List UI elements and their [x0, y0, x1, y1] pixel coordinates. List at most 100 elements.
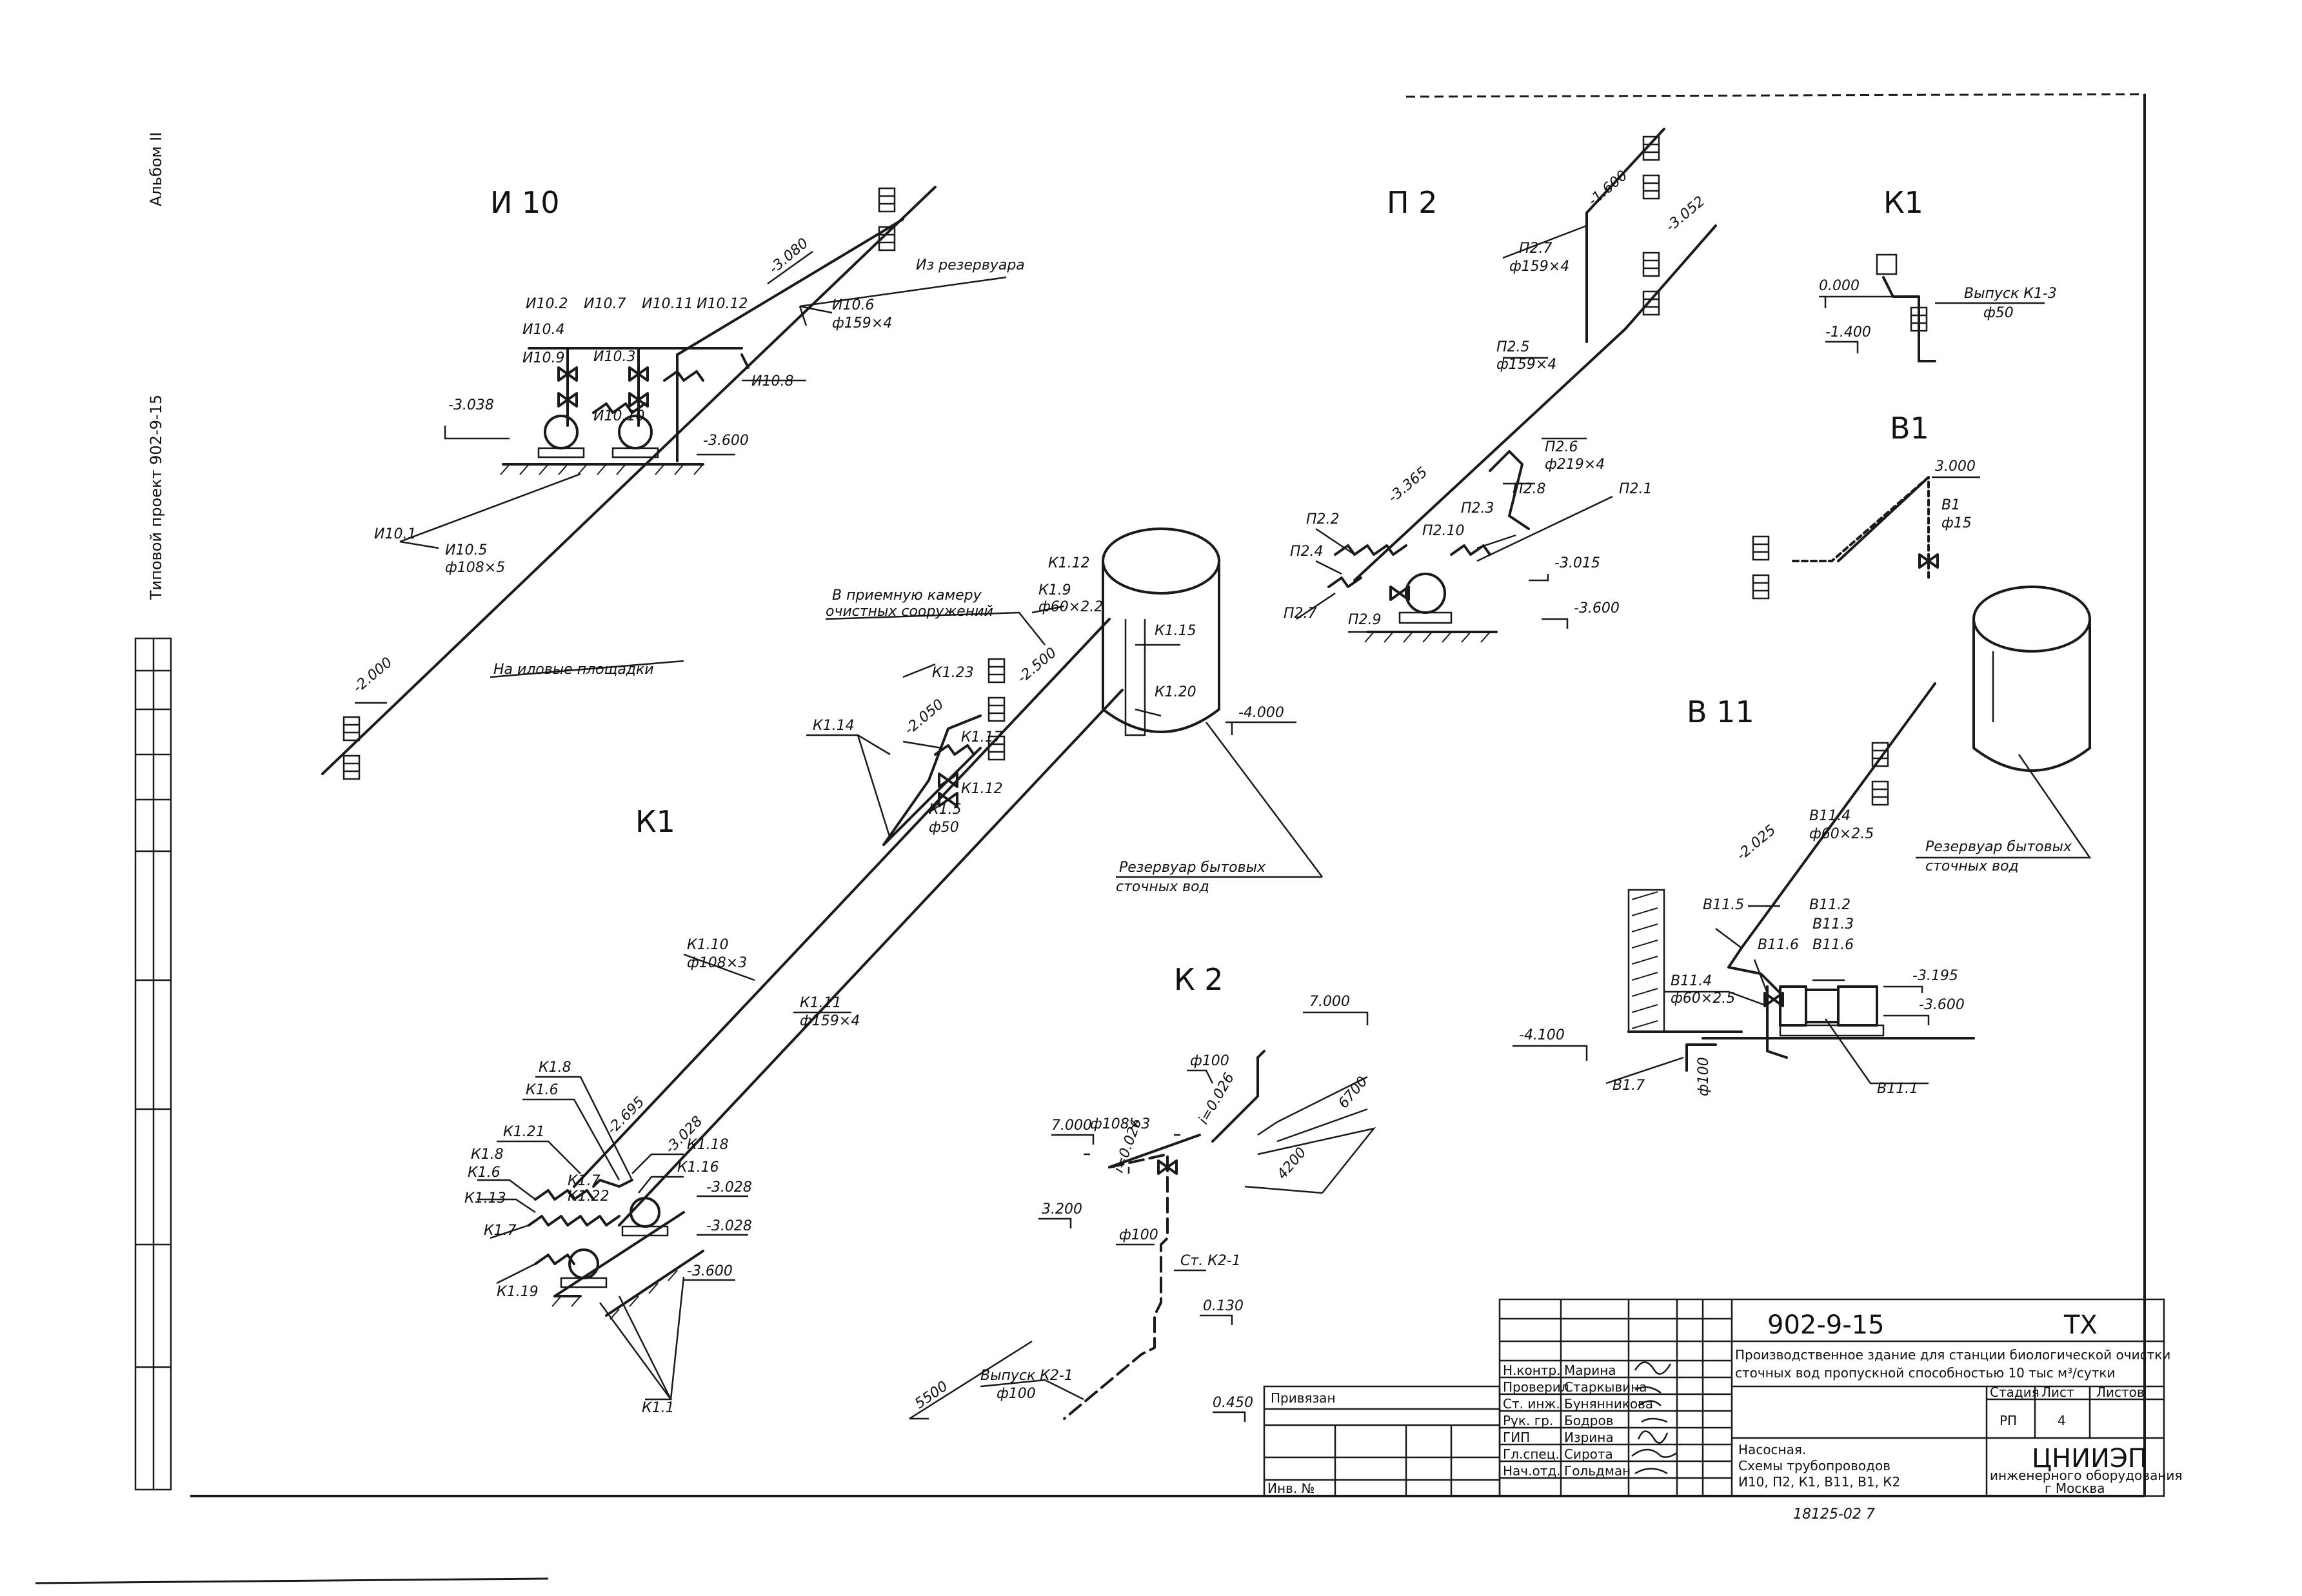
k1s-label-1: ф50	[1983, 305, 2014, 321]
p2-level-3: -3.015	[1554, 555, 1600, 571]
k1-label-27: К1.18	[687, 1137, 729, 1153]
role-2: Ст. инж.	[1503, 1396, 1560, 1412]
sheet-header: Лист	[2041, 1384, 2074, 1400]
b11-label-3: сточных вод	[1925, 858, 2019, 874]
b11-label-1: ф60×2.5	[1809, 826, 1874, 842]
p2-label-4: П2.6	[1545, 439, 1578, 455]
p2-level-0: -1.600	[1585, 168, 1631, 210]
i10-label-4: И10.4	[522, 322, 564, 338]
stage-value: РП	[1999, 1413, 2017, 1428]
b11-label-7: В11.6	[1758, 937, 1799, 953]
attached-label: Привязан	[1271, 1390, 1336, 1406]
k2-label-1: ф108×3	[1090, 1116, 1150, 1132]
k2-level-3: 0.130	[1203, 1298, 1244, 1314]
k1-label-25: К1.7	[568, 1173, 600, 1189]
b11-label-9: В11.4	[1671, 973, 1712, 989]
k1-level-5: -3.028	[706, 1179, 752, 1196]
k1-label-17: К1.11	[800, 995, 842, 1011]
k1-label-7: К1.23	[932, 665, 974, 681]
scheme-k2: К 2 ф100 ф108×3 i=0.026 i=0.026 ф100 Ст.…	[909, 962, 1376, 1422]
i10-label-13: И10.5	[445, 542, 487, 558]
b11-label-6: В11.3	[1812, 916, 1854, 932]
b1-level-0: 3.000	[1935, 458, 1976, 475]
doc-code: 902-9-15	[1767, 1310, 1885, 1340]
b1-label-0: В1	[1941, 497, 1960, 513]
p2-level-1: -3.052	[1663, 193, 1708, 235]
p2-label-0: П2.7	[1519, 241, 1553, 257]
k1-label-28: К1.16	[677, 1159, 719, 1176]
org-city: г Москва	[2045, 1481, 2105, 1496]
p2-label-8: П2.3	[1461, 500, 1494, 517]
p2-label-10: П2.10	[1422, 523, 1465, 539]
i10-title: И 10	[490, 185, 560, 220]
p2-level-2: -3.365	[1385, 464, 1431, 506]
k1-label-19: К1.8	[539, 1059, 571, 1076]
k1-level-6: -3.028	[706, 1218, 752, 1234]
i10-label-0: И10.2	[526, 296, 568, 312]
side-strip: Типовой проект 902-9-15 Альбом II	[134, 132, 172, 1491]
drawing-title-line-2: Схемы трубопроводов	[1738, 1458, 1890, 1473]
p2-label-13: П2.9	[1348, 612, 1382, 628]
p2-label-5: ф219×4	[1545, 457, 1605, 473]
k1-label-1: К1.9	[1038, 582, 1071, 598]
i10-level-1: -3.038	[448, 397, 494, 413]
k1-label-30: К1.19	[497, 1284, 539, 1300]
i10-label-12: И10.1	[374, 526, 416, 542]
p2-label-2: П2.5	[1496, 339, 1530, 355]
k1-title: К1	[635, 804, 675, 839]
k1s-label-0: Выпуск К1-3	[1964, 286, 2057, 302]
sheet-code: ТХ	[2063, 1310, 2098, 1340]
role-3: Рук. гр.	[1503, 1413, 1553, 1428]
k2-label-5: Ст. К2-1	[1180, 1253, 1241, 1269]
p2-label-7: П2.1	[1619, 481, 1652, 497]
scheme-k1-small: К1 Выпуск К1-3 ф50 0.000 -1.400	[1819, 185, 2057, 362]
role-0: Н.контр.	[1503, 1363, 1561, 1378]
k1-label-11: К1.5	[929, 802, 962, 818]
b11-label-13: ф100	[1696, 1057, 1712, 1096]
p2-label-3: ф159×4	[1496, 357, 1556, 373]
k1-label-10: К1.12	[961, 781, 1003, 797]
k2-dim-0: 6700	[1335, 1074, 1371, 1112]
scheme-i10: И 10 И	[321, 185, 1025, 780]
name-5: Сирота	[1564, 1446, 1613, 1462]
k1-label-23: К1.6	[468, 1165, 501, 1181]
k1-label-3: В приемную камеру	[832, 587, 982, 604]
k1-label-16: ф108×3	[687, 955, 747, 971]
k1-label-5: К1.15	[1155, 623, 1196, 639]
k2-label-3: i=0.026	[1196, 1070, 1238, 1127]
bottom-number: 18125-02 7	[1793, 1506, 1875, 1522]
k1-label-13: Резервуар бытовых	[1119, 860, 1266, 876]
k1-label-15: К1.10	[687, 937, 729, 953]
side-album-text: Альбом II	[147, 132, 165, 206]
b11-level-3: -4.100	[1519, 1027, 1565, 1043]
i10-level-2: -3.600	[703, 433, 749, 449]
i10-label-8: И10.8	[751, 373, 793, 389]
signatures	[1631, 1361, 1678, 1475]
k2-level-2: 3.200	[1042, 1201, 1082, 1217]
scheme-b1: В1 3.000 В1 ф15	[1752, 411, 1980, 600]
i10-label-6: И10.3	[593, 349, 635, 365]
b11-title: В 11	[1687, 695, 1754, 729]
k1-label-14: сточных вод	[1116, 879, 1209, 895]
b11-label-8: В11.6	[1812, 937, 1854, 953]
b11-level-1: -3.195	[1912, 968, 1958, 984]
p2-label-6: П2.8	[1513, 481, 1546, 497]
role-1: Проверил	[1503, 1379, 1569, 1395]
b1-label-1: ф15	[1941, 515, 1972, 531]
i10-label-2: И10.11	[642, 296, 693, 312]
p2-level-4: -3.600	[1574, 600, 1620, 616]
i10-label-1: И10.7	[584, 296, 626, 312]
k2-title: К 2	[1174, 962, 1224, 997]
name-3: Бодров	[1564, 1413, 1614, 1428]
b11-label-2: Резервуар бытовых	[1925, 839, 2072, 855]
k1-label-9: К1.14	[813, 718, 855, 734]
sheets-header: Листов	[2096, 1384, 2145, 1400]
k1s-level-1: -1.400	[1825, 324, 1871, 340]
k2-label-6: Выпуск К2-1	[980, 1368, 1073, 1384]
name-6: Гольдман	[1564, 1463, 1631, 1479]
org-name: ЦНИИЭП	[2032, 1444, 2147, 1473]
k1-label-21: К1.21	[503, 1124, 545, 1140]
k2-label-4: ф100	[1119, 1227, 1158, 1243]
i10-label-15: На иловые площадки	[493, 662, 654, 678]
p2-label-11: П2.4	[1290, 544, 1324, 560]
